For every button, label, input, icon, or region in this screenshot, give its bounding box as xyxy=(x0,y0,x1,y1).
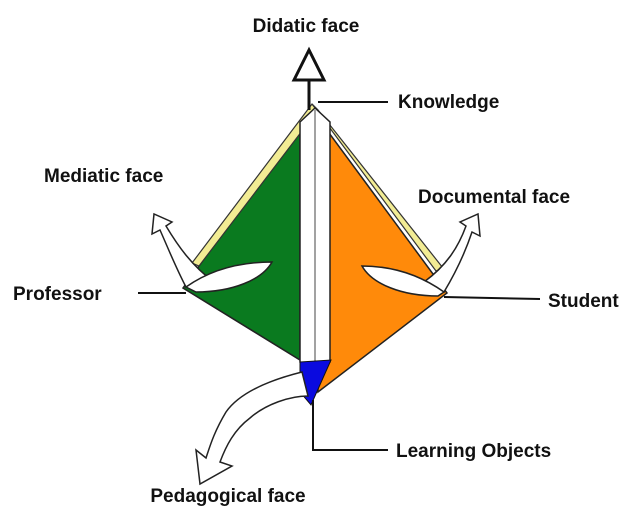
didatic-face-label: Didatic face xyxy=(253,16,360,37)
documental-face-label: Documental face xyxy=(418,187,570,208)
knowledge-label: Knowledge xyxy=(398,92,499,113)
didatic-arrow-head xyxy=(291,46,327,82)
student-label: Student xyxy=(548,291,619,312)
mediatic-face-arrow xyxy=(151,212,216,288)
learning-objects-label: Learning Objects xyxy=(396,441,551,462)
left-face-green xyxy=(181,109,313,362)
pedagogical-face-label: Pedagogical face xyxy=(150,486,305,507)
student-curved-tab xyxy=(360,265,446,297)
pedagogical-face-arrow xyxy=(195,371,309,486)
professor-curved-tab xyxy=(184,261,274,293)
learning-objects-leader xyxy=(312,400,388,451)
mediatic-face-label: Mediatic face xyxy=(44,166,163,187)
documental-face-arrow xyxy=(422,212,481,293)
professor-label: Professor xyxy=(13,284,102,305)
student-leader xyxy=(443,296,541,300)
